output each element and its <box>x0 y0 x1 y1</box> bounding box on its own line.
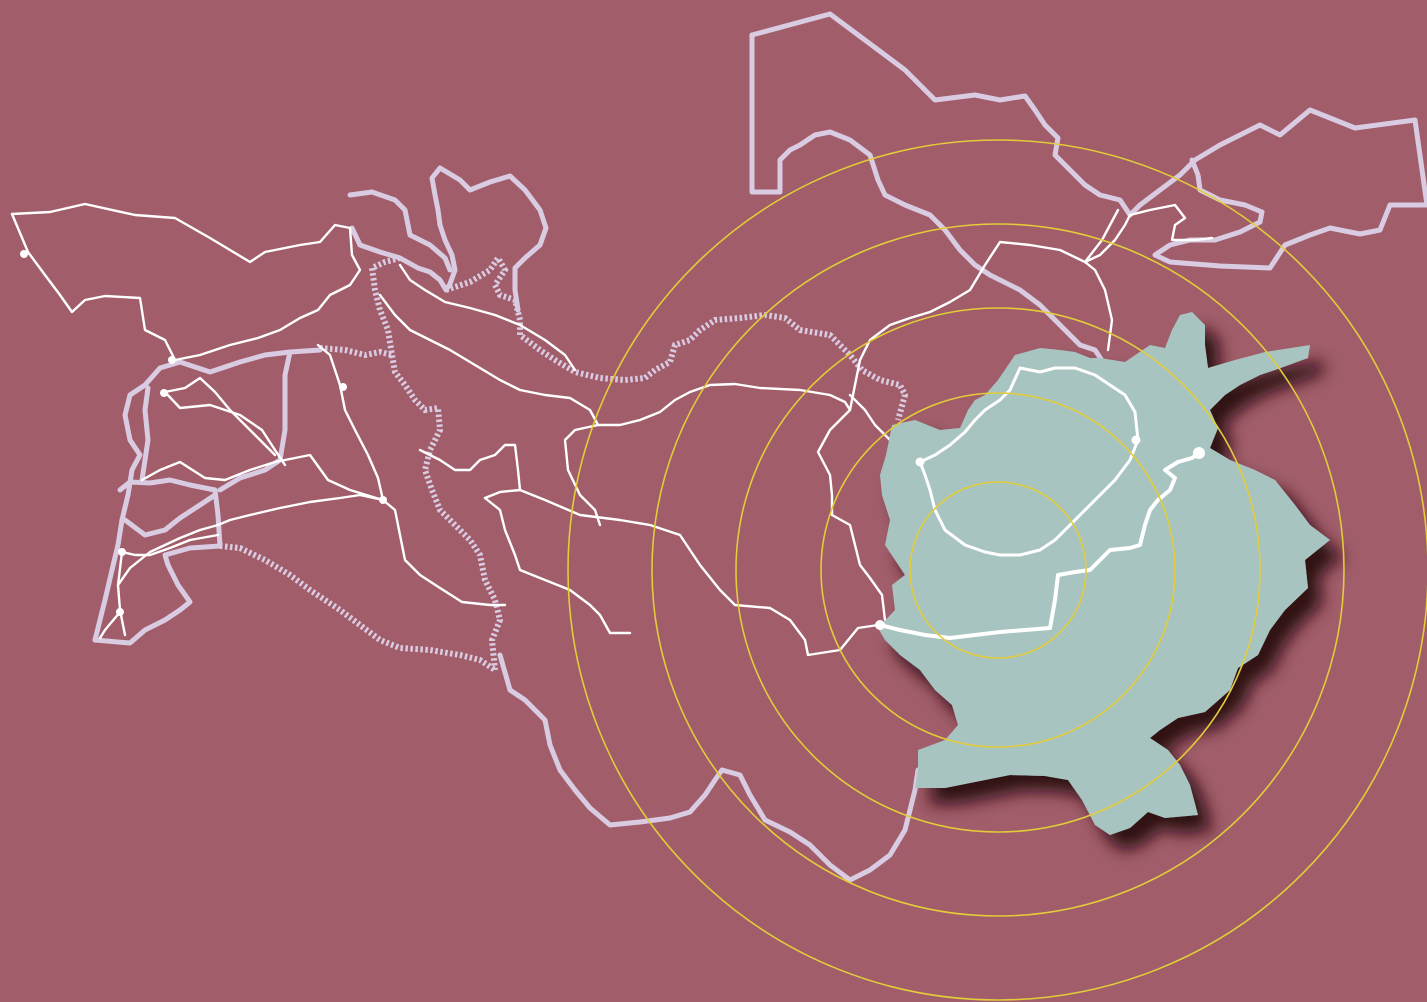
border-west-inner-3 <box>139 385 151 483</box>
highlighted-country-shape <box>878 312 1330 835</box>
distance-ring-1 <box>909 481 1087 659</box>
border-northwest-inlet <box>347 189 453 273</box>
distance-ring-3 <box>735 307 1261 833</box>
city-marker-1 <box>20 250 28 258</box>
highlighted-city-4 <box>875 620 885 630</box>
distance-ring-2 <box>820 392 1176 748</box>
city-marker-2 <box>168 356 176 364</box>
city-marker-4 <box>339 383 347 391</box>
cities <box>20 250 387 616</box>
city-marker-7 <box>116 608 124 616</box>
highlighted-city-3 <box>1193 447 1205 459</box>
disputed-border <box>219 252 909 673</box>
border-west-inner-1 <box>217 349 293 493</box>
border-north-country <box>749 11 1427 271</box>
city-marker-3 <box>160 389 168 397</box>
roads <box>10 202 1214 657</box>
highlighted-country <box>875 312 1330 835</box>
border-west-country <box>92 347 323 643</box>
highlighted-city-1 <box>915 457 925 467</box>
city-marker-6 <box>118 548 126 556</box>
border-west-country-south <box>92 477 223 646</box>
highlighted-country-main-road <box>878 450 1202 640</box>
border-northwest-country <box>349 165 549 313</box>
highlighted-city-2 <box>1131 435 1141 445</box>
border-north-country-close <box>749 32 783 195</box>
border-west-inner-2 <box>122 492 218 538</box>
distance-ring-5 <box>567 139 1427 1001</box>
city-marker-5 <box>379 496 387 504</box>
distance-rings <box>567 139 1427 1001</box>
distance-ring-4 <box>651 223 1345 917</box>
